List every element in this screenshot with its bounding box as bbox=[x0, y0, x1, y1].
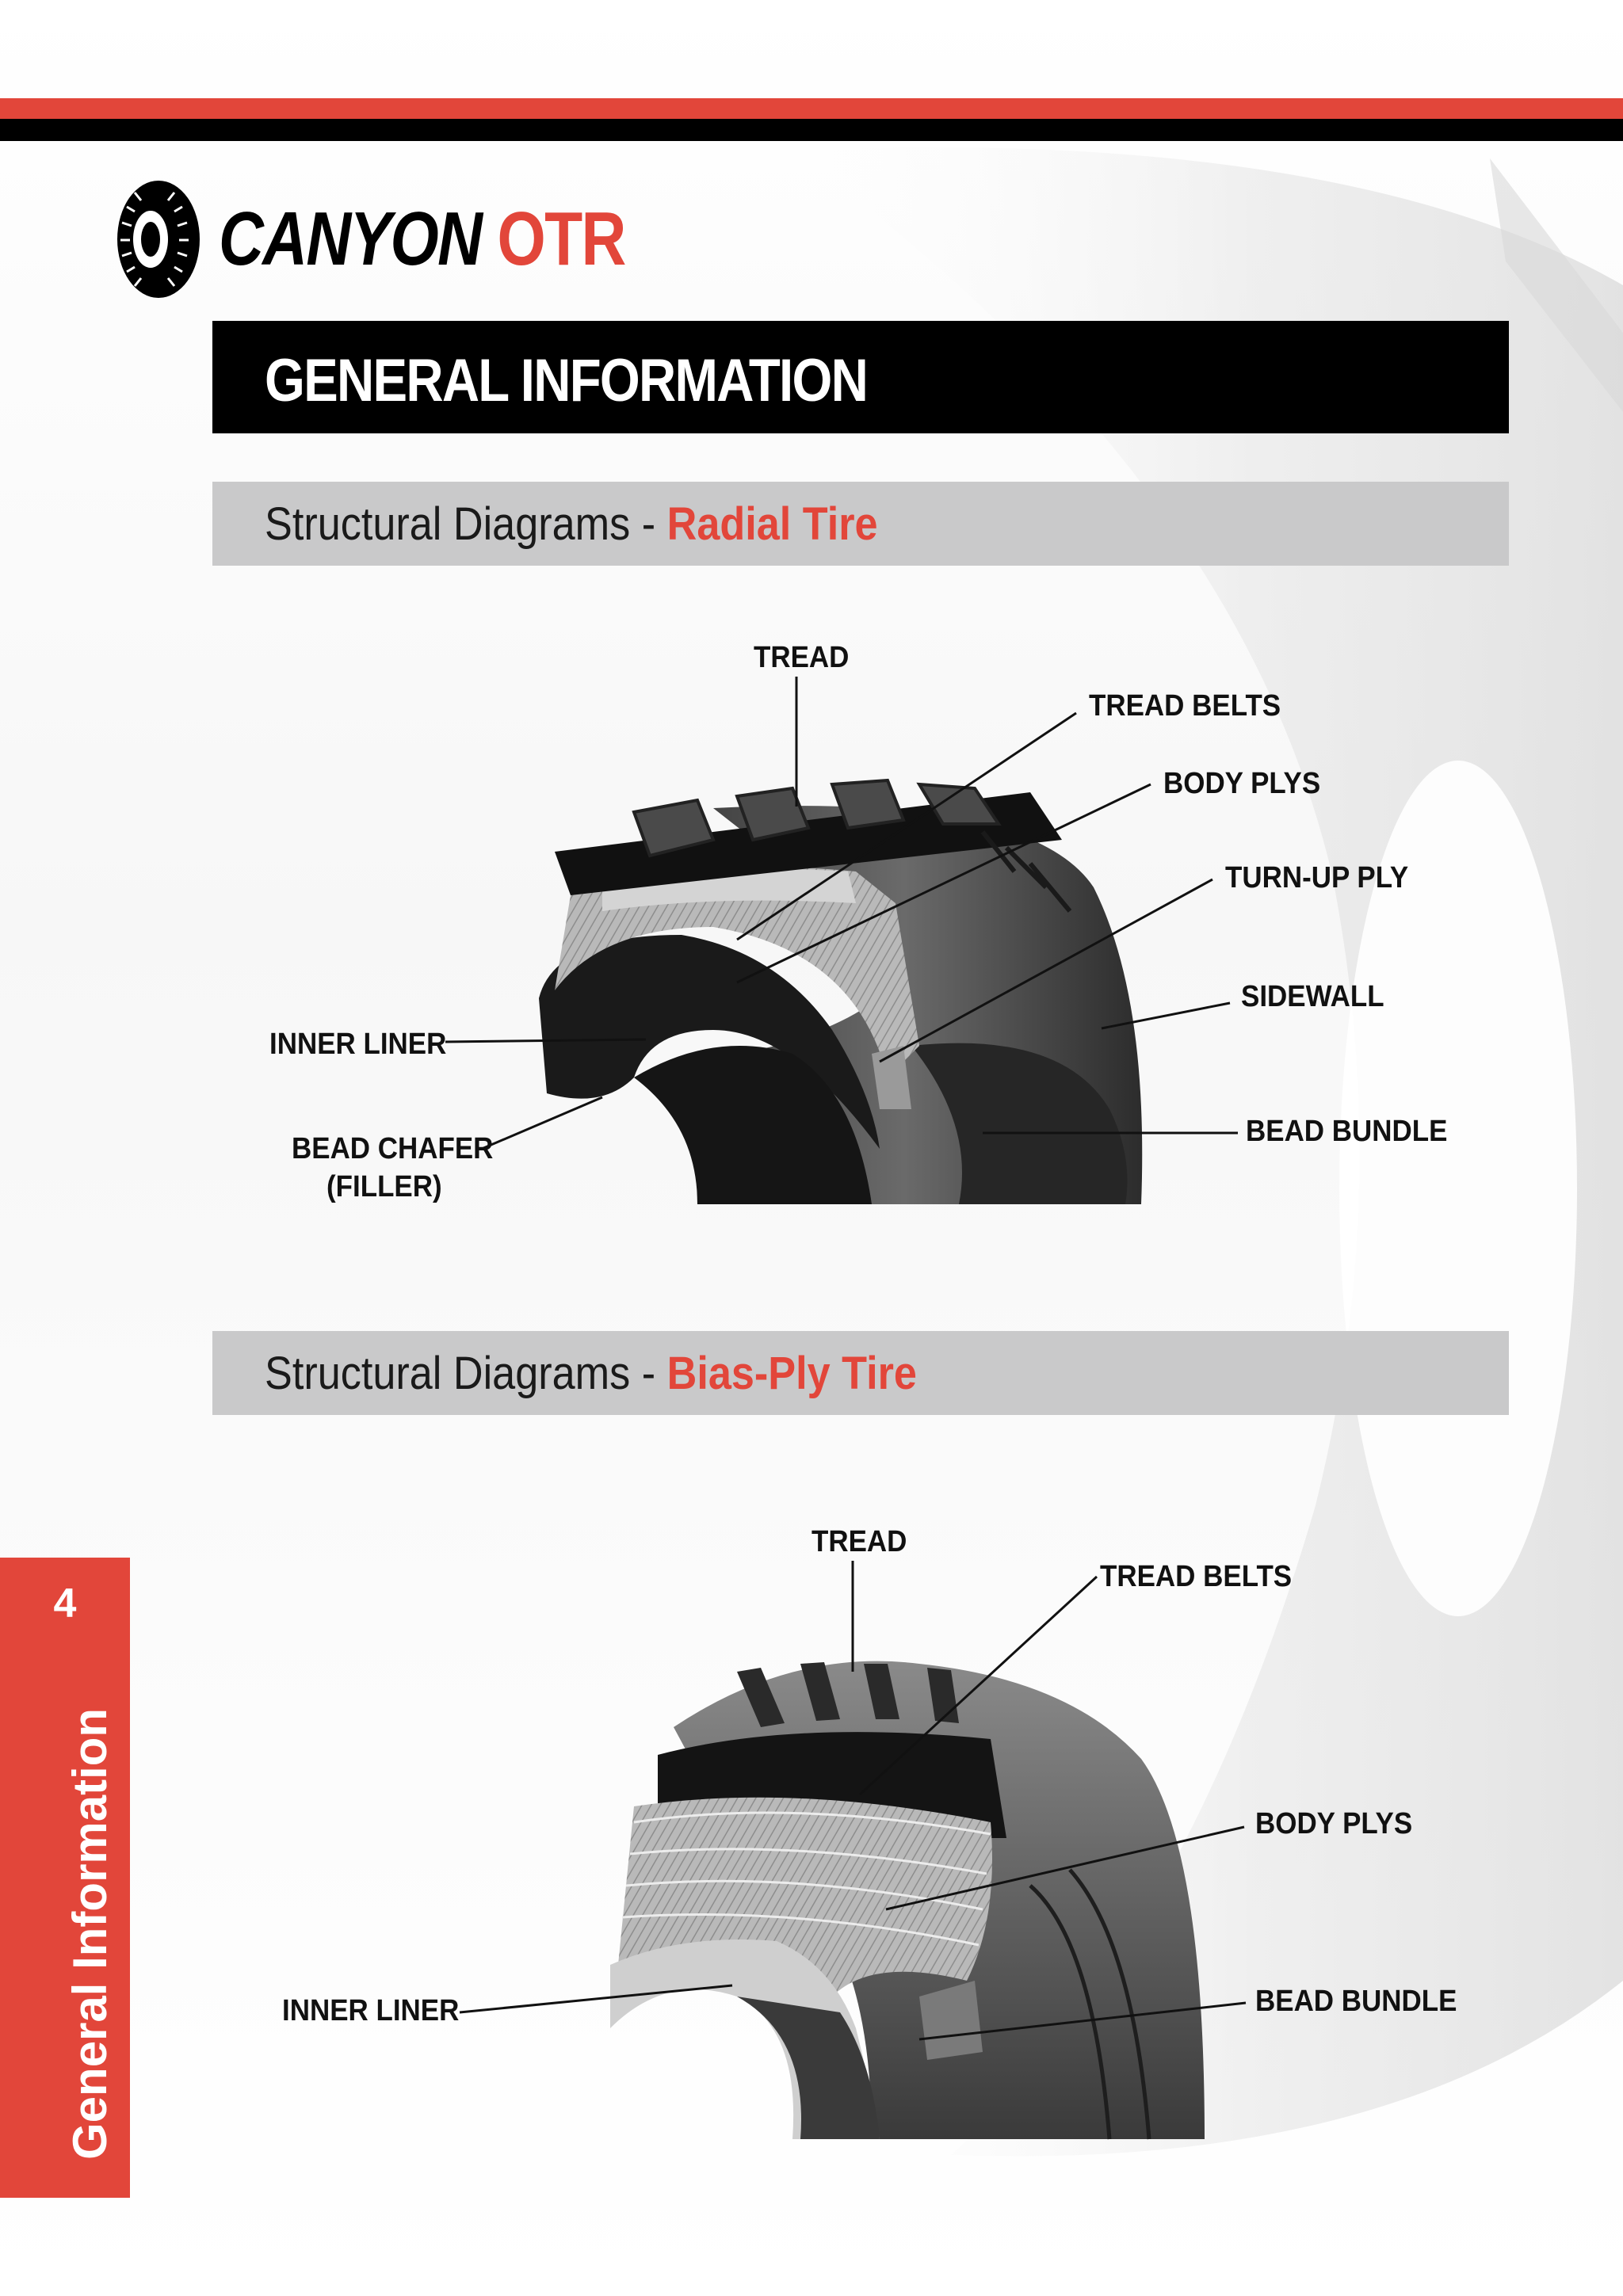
radial-label-tread: TREAD bbox=[754, 641, 850, 674]
header-red-stripe bbox=[0, 98, 1623, 119]
radial-label-bead-chafer: BEAD CHAFER bbox=[292, 1132, 494, 1165]
bias-label-bead-bundle: BEAD BUNDLE bbox=[1255, 1985, 1457, 2018]
brand-name: CANYON bbox=[219, 196, 483, 281]
radial-label-body-plys: BODY PLYS bbox=[1163, 767, 1321, 800]
radial-section-heading: Structural Diagrams - Radial Tire bbox=[212, 482, 1509, 566]
header-black-stripe bbox=[0, 119, 1623, 141]
radial-tire-image bbox=[539, 778, 1143, 1204]
page-title-bar: GENERAL INFORMATION bbox=[212, 321, 1509, 433]
side-chapter-tab: 4 General Information bbox=[0, 1558, 130, 2198]
brand-logo: CANYON OTR bbox=[111, 176, 714, 303]
page-number: 4 bbox=[53, 1581, 77, 1627]
tire-logo-icon bbox=[117, 181, 200, 298]
side-tab-label: General Information bbox=[63, 1707, 116, 2160]
radial-label-tread-belts: TREAD BELTS bbox=[1089, 689, 1281, 723]
radial-label-bead-bundle: BEAD BUNDLE bbox=[1246, 1115, 1448, 1148]
bias-label-body-plys: BODY PLYS bbox=[1255, 1807, 1413, 1840]
radial-label-turn-up-ply: TURN-UP PLY bbox=[1225, 861, 1409, 894]
brand-accent: OTR bbox=[497, 196, 627, 281]
bias-leader-lines bbox=[459, 1561, 1247, 2041]
bias-heading-highlight: Bias-Ply Tire bbox=[666, 1348, 917, 1399]
radial-label-sidewall: SIDEWALL bbox=[1241, 980, 1384, 1013]
bias-heading-text: Structural Diagrams - Bias-Ply Tire bbox=[265, 1347, 917, 1400]
bias-label-tread-belts: TREAD BELTS bbox=[1100, 1560, 1293, 1593]
radial-label-bead-chafer-sub: (FILLER) bbox=[327, 1170, 442, 1203]
radial-heading-prefix: Structural Diagrams - bbox=[265, 498, 656, 550]
page-title: GENERAL INFORMATION bbox=[265, 347, 869, 414]
bias-label-inner-liner: INNER LINER bbox=[282, 1994, 460, 2027]
bias-tire-image bbox=[610, 1661, 1205, 2140]
radial-heading-text: Structural Diagrams - Radial Tire bbox=[265, 498, 878, 551]
bias-section-heading: Structural Diagrams - Bias-Ply Tire bbox=[212, 1331, 1509, 1415]
radial-label-inner-liner: INNER LINER bbox=[269, 1028, 447, 1061]
brand-wordmark: CANYON OTR bbox=[219, 196, 627, 283]
bias-heading-prefix: Structural Diagrams - bbox=[265, 1348, 656, 1399]
radial-heading-highlight: Radial Tire bbox=[666, 498, 878, 550]
radial-leader-lines bbox=[445, 677, 1238, 1150]
bias-label-tread: TREAD bbox=[812, 1525, 907, 1558]
